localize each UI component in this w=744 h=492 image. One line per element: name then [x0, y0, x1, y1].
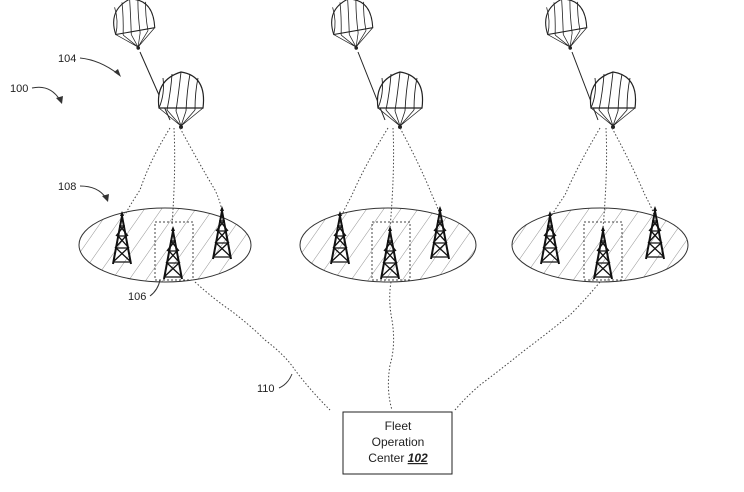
- balloon-lower-2: [376, 71, 424, 130]
- fleet-center-line1: Fleet: [385, 419, 412, 433]
- backhaul-link-3: [454, 281, 601, 411]
- balloon-upper-3: [541, 0, 592, 54]
- balloon-lower-1: [157, 71, 205, 130]
- label-balloon: 104: [58, 53, 76, 65]
- fleet-operation-center-box: [342, 411, 453, 475]
- balloon-group-3: [541, 0, 637, 130]
- balloon-group-2: [327, 0, 424, 130]
- fleet-center-line3: Center 102: [368, 451, 428, 465]
- balloon-upper-2: [327, 0, 378, 54]
- leader-line-link: [278, 373, 293, 389]
- tether-1: [139, 51, 171, 121]
- balloon-lower-3: [589, 71, 637, 130]
- label-ground-station: 106: [128, 291, 146, 303]
- tether-2: [357, 51, 386, 121]
- leader-arrow-coverage: [79, 185, 107, 199]
- balloon-group-1: [109, 0, 205, 130]
- signal-links-1: [124, 127, 223, 226]
- balloon-upper-1: [109, 0, 160, 54]
- label-link: 110: [257, 383, 275, 395]
- tether-3: [571, 51, 599, 121]
- label-system: 100: [10, 83, 28, 95]
- backhaul-link-2: [387, 281, 395, 411]
- label-coverage: 108: [58, 181, 76, 193]
- leader-line-ground-station: [149, 279, 161, 297]
- fleet-center-line2: Operation: [372, 435, 425, 449]
- leader-arrow-balloon: [79, 57, 119, 75]
- leader-arrow-system: [31, 86, 61, 101]
